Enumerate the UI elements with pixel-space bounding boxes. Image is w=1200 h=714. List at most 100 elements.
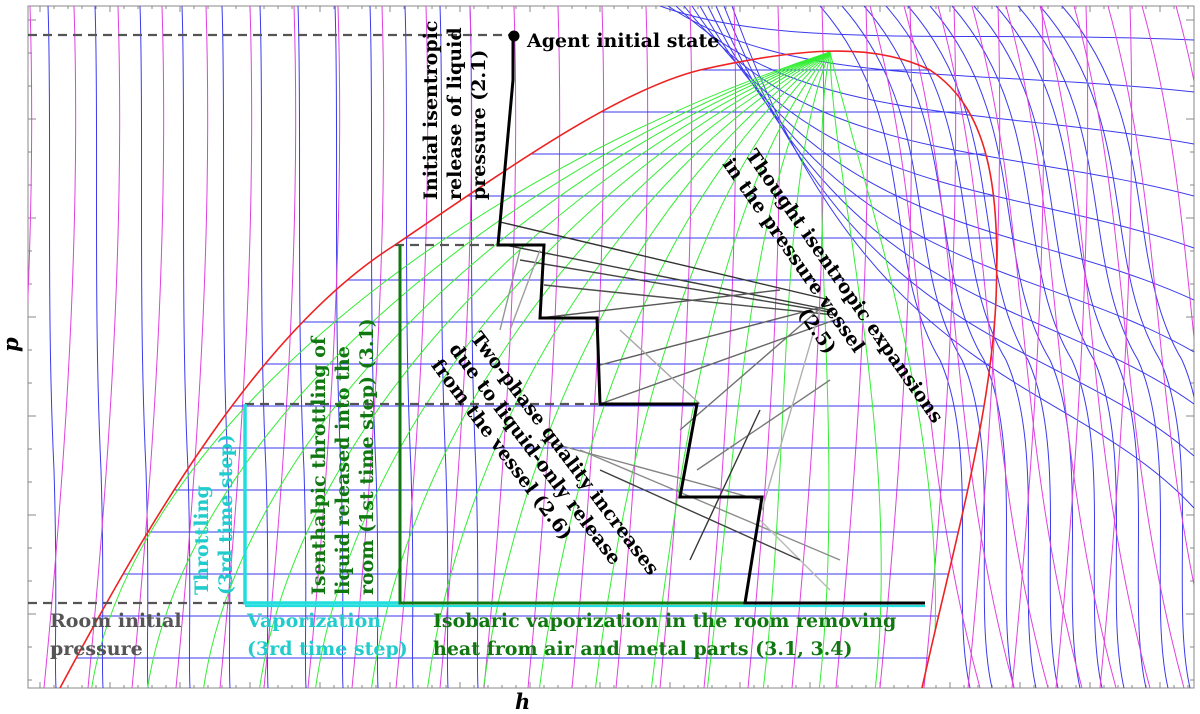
isentrope-line (879, 6, 913, 688)
thought-expansion-ray (761, 309, 821, 511)
initial-release-line-3: pressure (2.1) (468, 50, 490, 200)
thought-expansion-ray (599, 304, 831, 366)
quality-line (817, 51, 831, 688)
quality-line (257, 51, 831, 688)
y-axis-label-group: p (0, 337, 23, 352)
isotherm-line (221, 6, 231, 688)
isentrope-line (1055, 6, 1089, 688)
thought-expansion-ray (499, 221, 831, 301)
isotherm-line (863, 6, 1015, 688)
isotherm-line (1039, 6, 1191, 688)
isotherm-line (715, 6, 1194, 405)
isentrope-line (175, 6, 209, 688)
thought-expansion-ray (519, 259, 831, 313)
saturation-dome (59, 50, 998, 688)
isotherm-line (973, 6, 1125, 688)
isotherm-line (404, 6, 414, 688)
throttling-third-label: Throttling (3rd time step) (191, 434, 237, 595)
thought-expansion-ray (499, 249, 521, 331)
isotherm-line (667, 6, 1194, 93)
isentrope-line (1107, 6, 1194, 588)
thought-expansion-ray (689, 409, 761, 561)
isentrope-line (1141, 6, 1194, 343)
quality-line (649, 51, 831, 688)
thought-expansion-ray (509, 249, 541, 331)
thought-expansion-ray (759, 519, 831, 591)
isentrope-line (869, 6, 981, 688)
isentrope-line (1175, 6, 1194, 84)
room-initial-pressure-line-1: Room initial (50, 610, 182, 632)
isotherm-line (181, 6, 191, 688)
vaporization-third-line-1: Vaporization (246, 610, 381, 632)
isotherm-line (439, 6, 449, 688)
isentrope-line (131, 6, 165, 688)
isotherm-line (995, 6, 1147, 688)
quality-line (425, 51, 831, 688)
vaporization-third-line-2: (3rd time step) (247, 638, 408, 660)
isotherm-line (334, 6, 344, 688)
thought-expansion-ray (579, 449, 841, 561)
quality-line (829, 51, 936, 688)
isentrope-line (87, 6, 121, 688)
isotherm-line (691, 6, 1194, 249)
isotherm-line (929, 6, 1081, 688)
isotherm-line (841, 6, 993, 688)
isobaric-vaporization-line-1: Isobaric vaporization in the room removi… (433, 610, 896, 632)
isentrope-line (1099, 6, 1133, 688)
isotherm-line (259, 6, 269, 688)
isenthalpic-line-2: liquid released into the (332, 346, 354, 595)
isentrope-line (571, 6, 605, 688)
quality-line (313, 51, 831, 688)
isenthalpic-line-3: room (1st time step) (3.1) (356, 318, 378, 595)
thought-expansion-rays (499, 221, 841, 591)
initial-release-label: Initial isentropic release of liquid pre… (420, 21, 490, 200)
isotherm-line (675, 6, 1194, 145)
isotherm-line (951, 6, 1103, 688)
room-initial-pressure-line-2: pressure (50, 638, 143, 660)
quality-line (705, 51, 831, 688)
isentrope-line (307, 6, 341, 688)
isentrope-line (703, 6, 737, 688)
isentrope-line (1005, 6, 1117, 688)
thought-expansions-line-2: in the pressure vessel (718, 154, 869, 357)
throttling-line-1: Throttling (191, 485, 213, 595)
thought-expansion-ray (679, 299, 831, 431)
isentrope-line (1039, 6, 1151, 688)
isentrope-line (219, 6, 253, 688)
isotherm-line (139, 6, 149, 688)
isentrope-lines (28, 6, 1194, 688)
quality-lines (89, 51, 936, 688)
isentrope-line (483, 6, 517, 688)
isentrope-line (923, 6, 957, 688)
isotherm-line (885, 6, 1037, 688)
thought-expansion-ray (599, 469, 801, 561)
isenthalpic-throttling-label: Isenthalpic throttling of liquid release… (308, 318, 378, 595)
process-path (496, 35, 925, 605)
two-phase-quality-label: Two-phase quality increases due to liqui… (426, 328, 663, 580)
isentrope-line (28, 6, 33, 308)
agent-initial-state-marker (508, 30, 520, 42)
isentrope-line (263, 6, 297, 688)
isentrope-line (971, 6, 1083, 688)
isotherm-line (659, 6, 1194, 41)
isentrope-line (903, 6, 1015, 688)
thought-expansion-ray (619, 329, 701, 405)
thought-expansion-ray (599, 317, 841, 405)
quality-line (593, 51, 831, 688)
isotherm-line (94, 6, 104, 688)
throttling-line-2: (3rd time step) (215, 434, 237, 595)
isentrope-line (659, 6, 693, 688)
x-axis-label: h (515, 689, 530, 714)
quality-line (481, 51, 831, 688)
thought-expansion-ray (696, 379, 831, 471)
quality-line (761, 51, 831, 688)
isotherm-line (907, 6, 1059, 688)
isotherm-line (819, 6, 971, 688)
initial-release-line-2: release of liquid (444, 27, 466, 200)
plot-frame (27, 5, 1195, 689)
isobaric-vaporization-line-2: heat from air and metal parts (3.1, 3.4) (433, 638, 852, 660)
isotherm-line (47, 6, 57, 688)
isentrope-line (395, 6, 429, 688)
quality-line (537, 51, 831, 688)
